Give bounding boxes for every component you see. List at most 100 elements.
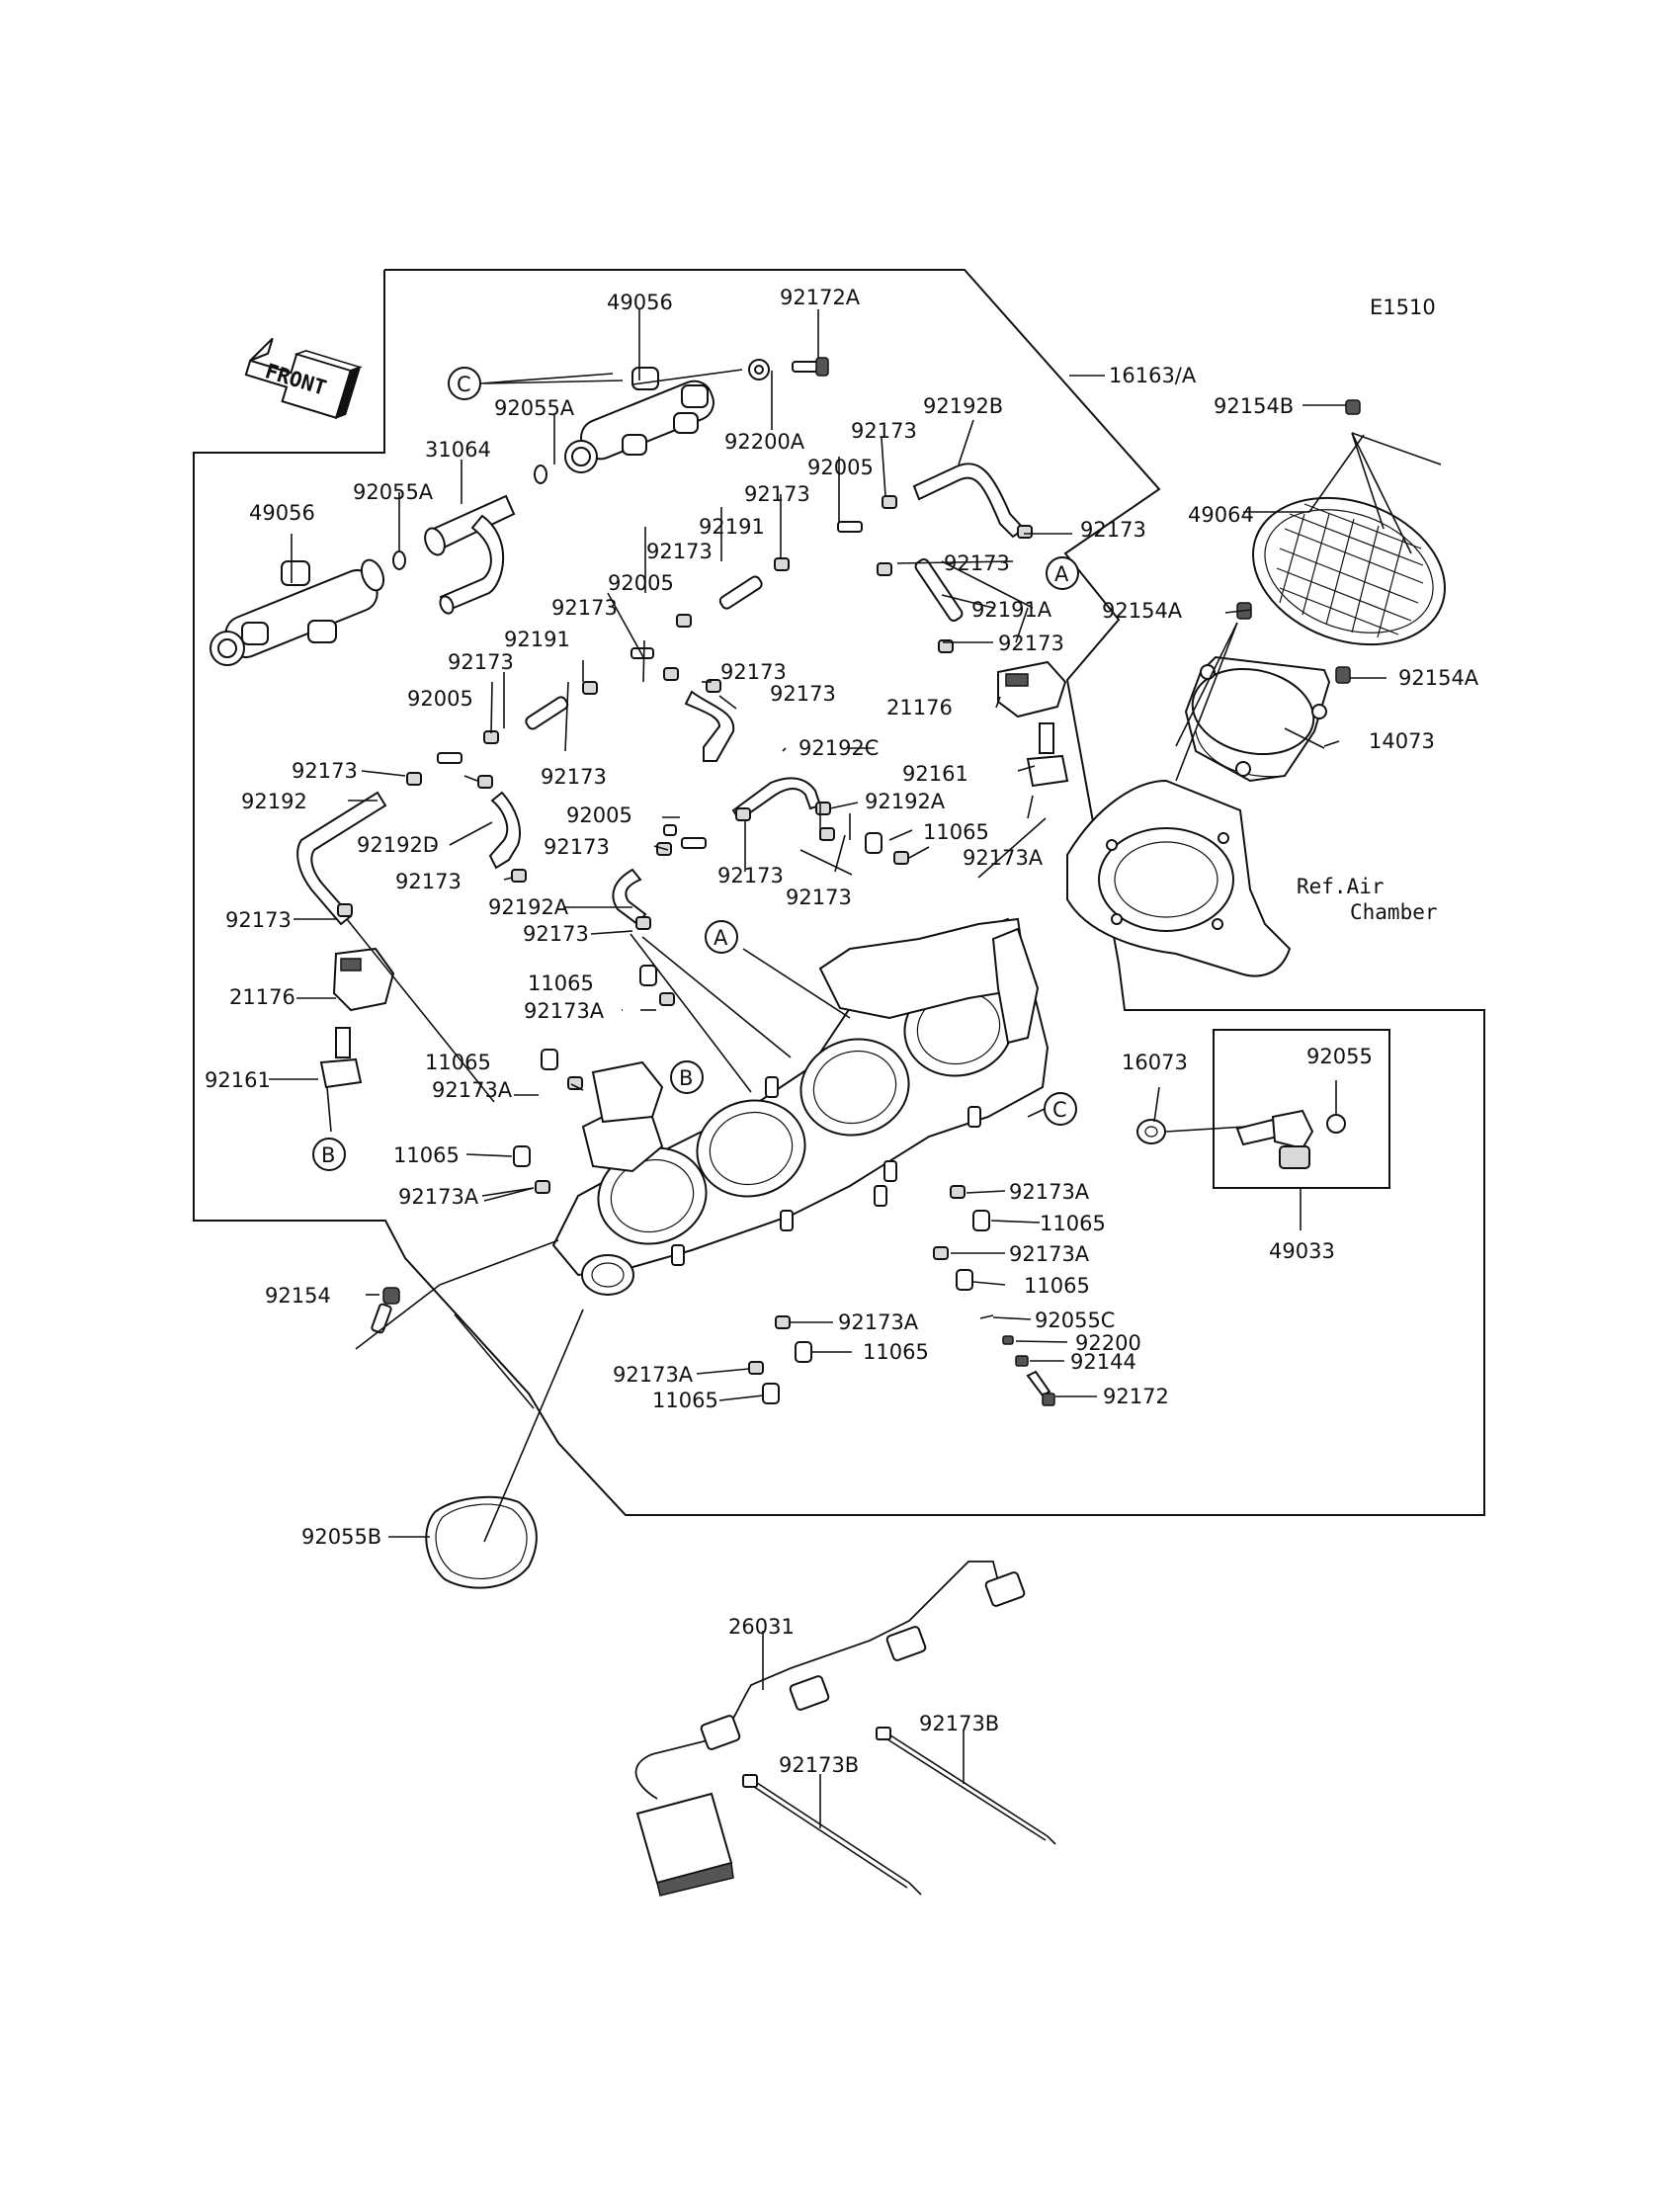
svg-text:A: A — [1054, 562, 1069, 586]
idle-screw-set — [979, 1314, 1055, 1406]
vacuum-hose-network — [296, 463, 1026, 926]
screw-92154A-lower — [1335, 666, 1351, 684]
air-funnel-holder-14073 — [1184, 655, 1331, 783]
label-26031: 26031 — [728, 1615, 795, 1639]
label-ref-air-line2: Chamber — [1350, 900, 1438, 924]
label-92192D: 92192D — [357, 833, 439, 857]
label-92161-right: 92161 — [902, 762, 968, 786]
callout-B-center: B — [670, 1060, 704, 1094]
o-ring-92055B — [425, 1495, 538, 1589]
screw-92154B — [1345, 399, 1361, 415]
label-92173-n: 92173 — [395, 870, 462, 893]
sensor-group-box — [1213, 1029, 1390, 1189]
label-11065-c: 11065 — [425, 1051, 491, 1074]
fuel-delivery-pipe-left — [210, 558, 385, 666]
label-11065-h: 11065 — [652, 1389, 718, 1412]
label-92173A-h: 92173A — [613, 1363, 694, 1387]
label-92154A-lower: 92154A — [1398, 666, 1479, 690]
label-92005-d: 92005 — [566, 803, 632, 827]
svg-text:A: A — [714, 926, 728, 950]
label-92173A-a: 92173A — [963, 846, 1044, 870]
label-92192A-left: 92192A — [488, 895, 569, 919]
label-92192: 92192 — [241, 790, 307, 813]
label-92192C: 92192C — [798, 736, 879, 760]
label-21176-right: 21176 — [886, 696, 953, 719]
callout-C-top: C — [448, 367, 481, 400]
leader-lines — [269, 309, 1442, 1828]
label-92173-d: 92173 — [646, 540, 713, 563]
pressure-sensor-21176-right — [997, 660, 1069, 788]
label-92005-a: 92005 — [807, 456, 874, 479]
air-screen-49064 — [1252, 496, 1446, 646]
label-92173B-left: 92173B — [779, 1753, 859, 1777]
label-49056-top: 49056 — [607, 291, 673, 314]
svg-text:B: B — [679, 1066, 693, 1090]
svg-text:B: B — [321, 1143, 335, 1167]
fuel-pipe-31064 — [424, 494, 516, 615]
label-49064: 49064 — [1188, 503, 1254, 527]
label-92173-c: 92173 — [744, 482, 810, 506]
label-11065-d: 11065 — [393, 1143, 460, 1167]
label-16073: 16073 — [1122, 1051, 1188, 1074]
label-92161-left: 92161 — [205, 1068, 271, 1092]
label-92173-k: 92173 — [292, 759, 358, 783]
label-92173-f: 92173 — [551, 596, 618, 620]
label-92154: 92154 — [265, 1284, 331, 1308]
bolt-92172A — [792, 357, 829, 377]
label-92173-m: 92173 — [544, 835, 610, 859]
label-92173-h: 92173 — [448, 650, 514, 674]
pressure-sensor-21176-left — [319, 947, 395, 1089]
label-14073: 14073 — [1369, 729, 1435, 753]
label-92173-b: 92173 — [1080, 518, 1146, 542]
label-21176-left: 21176 — [229, 985, 295, 1009]
label-92173A-g: 92173A — [838, 1310, 919, 1334]
label-11065-g: 11065 — [863, 1340, 929, 1364]
label-92173-j: 92173 — [770, 682, 836, 706]
cable-tie-92173B-right — [876, 1727, 1056, 1845]
label-11065-a: 11065 — [923, 820, 989, 844]
label-92173-q: 92173 — [225, 908, 292, 932]
assembly-boundary-frame — [193, 269, 1485, 1516]
label-92173-g: 92173 — [998, 632, 1064, 655]
label-16163A: 16163/A — [1109, 364, 1197, 387]
svg-text:C: C — [1052, 1098, 1067, 1122]
callout-A-right: A — [1046, 556, 1079, 590]
hose-joint-92005 — [437, 521, 863, 849]
label-11065-e: 11065 — [1040, 1212, 1106, 1235]
cable-tie-92173B-left — [742, 1774, 922, 1896]
label-92173B-right: 92173B — [919, 1712, 999, 1735]
label-92144: 92144 — [1070, 1350, 1136, 1374]
label-92192B: 92192B — [923, 394, 1003, 418]
callout-C-center: C — [1044, 1092, 1077, 1126]
label-92173A-e: 92173A — [1009, 1180, 1090, 1204]
label-92055: 92055 — [1306, 1045, 1373, 1068]
callout-B-left: B — [312, 1138, 346, 1171]
air-chamber-reference — [1066, 779, 1292, 977]
label-92055C: 92055C — [1035, 1309, 1115, 1332]
callout-A-center: A — [705, 920, 738, 954]
clamps-92173A — [535, 851, 966, 1375]
throttle-body-assembly — [551, 917, 1050, 1296]
label-92173-a: 92173 — [851, 419, 917, 443]
label-92173A-d: 92173A — [398, 1185, 479, 1209]
o-ring-92055A-upper — [534, 465, 547, 484]
label-92005-b: 92005 — [608, 571, 674, 595]
label-92172: 92172 — [1103, 1385, 1169, 1408]
label-31064: 31064 — [425, 438, 491, 462]
label-92154A-upper: 92154A — [1102, 599, 1183, 623]
label-92154B: 92154B — [1214, 394, 1294, 418]
sensor-49033 — [1235, 1109, 1314, 1169]
label-92172A: 92172A — [780, 286, 861, 309]
label-92173-l: 92173 — [541, 765, 607, 789]
screw-92154 — [371, 1287, 400, 1334]
label-92173A-f: 92173A — [1009, 1242, 1090, 1266]
label-92173-i: 92173 — [720, 660, 787, 684]
label-92173-o: 92173 — [717, 864, 784, 887]
diagram-code: E1510 — [1370, 296, 1436, 319]
front-direction-arrow: FRONT — [244, 337, 363, 420]
label-92192A-right: 92192A — [865, 790, 946, 813]
wiring-harness-26031 — [634, 1561, 1026, 1897]
label-11065-f: 11065 — [1024, 1274, 1090, 1298]
label-92191-b: 92191 — [504, 628, 570, 651]
